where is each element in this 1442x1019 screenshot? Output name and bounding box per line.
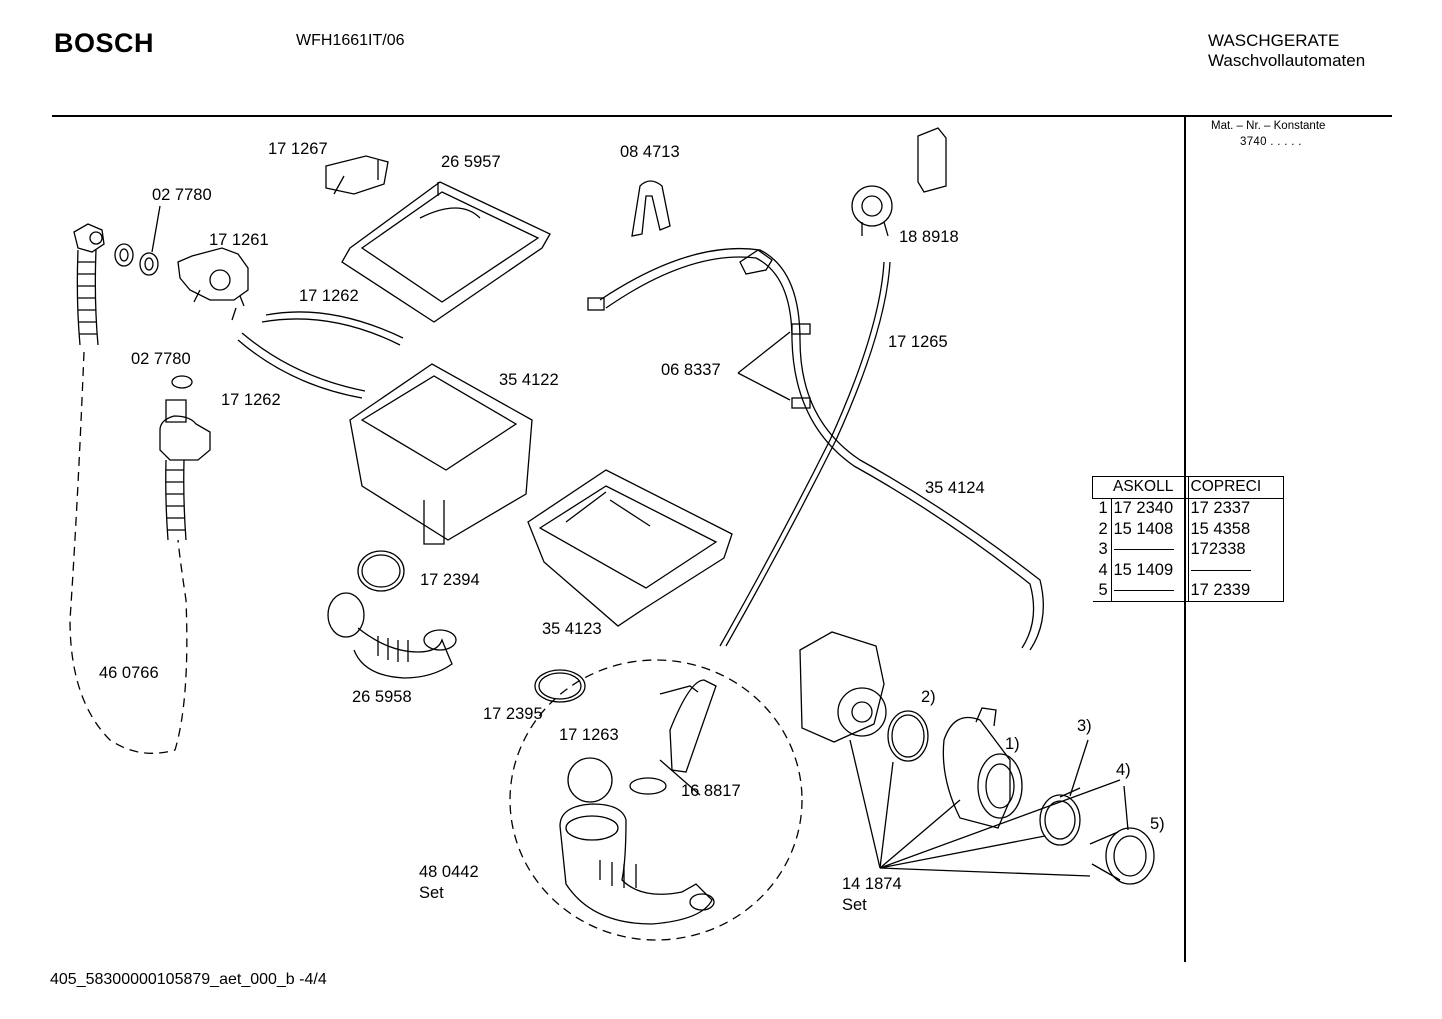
part-068337-label: 06 8337 [661,361,721,379]
ref-2-label: 2) [921,688,936,706]
part-188918-label: 18 8918 [899,228,959,246]
inlet-hose-lower [159,375,211,541]
table-row: 2 15 1408 15 4358 [1092,519,1284,540]
part-265957-label: 26 5957 [441,153,501,171]
pump-leader-lines [849,739,1129,877]
askoll-cell: 15 1408 [1111,519,1189,540]
model-number: WFH1661IT/06 [296,32,405,49]
filter-5 [1089,827,1155,885]
askoll-cell-empty [1111,539,1189,560]
table-row: 1 17 2340 17 2337 [1092,498,1284,519]
askoll-cell-empty [1111,580,1189,602]
part-027780-label-upper: 02 7780 [152,186,212,204]
supplier-table: ASKOLL COPRECI 1 17 2340 17 2337 2 15 14… [1092,476,1284,602]
part-171261-label: 17 1261 [209,231,269,249]
part-141874-number: 14 1874 [842,875,902,893]
drain-pump-141874 [799,631,887,743]
dashed-hose-loop [69,351,188,754]
pump-housing-1 [942,707,1023,829]
part-460766-label: 46 0766 [99,664,159,682]
copreci-cell: 17 2339 [1188,580,1284,602]
clip-on-hose [739,249,773,275]
copreci-cell: 172338 [1188,539,1284,560]
row-index: 2 [1092,519,1112,540]
ref-3-label: 3) [1077,717,1092,735]
dash-placeholder [1113,590,1174,592]
seal-ring-027780 [114,205,161,276]
copreci-cell-empty [1188,560,1284,581]
part-171263-label: 17 1263 [559,726,619,744]
detergent-drawer-354123 [527,469,733,627]
part-027780-label-lower: 02 7780 [131,350,191,368]
part-171265-label: 17 1265 [888,333,948,351]
row-index: 5 [1092,580,1112,602]
seal-ring-172395 [534,669,586,703]
dispenser-housing-354122 [349,363,533,545]
hose-354124 [587,247,1044,651]
tube-171265 [719,261,891,647]
table-header-row: ASKOLL COPRECI [1092,476,1284,499]
askoll-cell: 15 1409 [1111,560,1189,581]
dash-placeholder [1113,549,1174,551]
row-index: 4 [1092,560,1112,581]
dispenser-cover-265957 [341,181,551,323]
category-title: WASCHGERATE [1208,31,1340,50]
category-subtitle: Waschvollautomaten [1208,51,1366,70]
ref-1-label: 1) [1005,735,1020,753]
part-141874-label: 14 1874 Set [842,874,902,916]
bracket-171267 [325,155,389,195]
leader-168817 [659,759,701,796]
dash-placeholder [1190,569,1251,571]
inlet-valve-171261 [177,247,249,321]
table-row: 4 15 1409 [1092,560,1284,581]
part-171267-label: 17 1267 [268,140,328,158]
hose-171262-lower [237,332,366,399]
table-header-blank [1092,476,1111,499]
sump-assembly-480442 [509,659,803,941]
table-header-askoll: ASKOLL [1111,476,1189,499]
part-480442-number: 48 0442 [419,863,479,881]
ref-5-label: 5) [1150,815,1165,833]
part-171262-label-upper: 17 1262 [299,287,359,305]
document-id: 405_58300000105879_aet_000_b -4/4 [50,971,327,988]
part-084713-label: 08 4713 [620,143,680,161]
part-354122-label: 35 4122 [499,371,559,389]
bellows-hose-265958 [327,592,457,679]
part-265958-label: 26 5958 [352,688,412,706]
askoll-cell: 17 2340 [1111,498,1189,519]
part-172394-label: 17 2394 [420,571,480,589]
part-168817-label: 16 8817 [681,782,741,800]
part-171262-label-lower: 17 1262 [221,391,281,409]
part-480442-label: 48 0442 Set [419,862,479,904]
seal-ring-172394 [357,550,405,592]
copreci-cell: 15 4358 [1188,519,1284,540]
part-480442-set: Set [419,884,444,902]
seal-ring-3 [1039,794,1081,846]
pressure-switch-188918 [851,127,947,237]
row-index: 1 [1092,498,1112,519]
brand-logo: BOSCH [54,28,155,58]
clamp-068337 [737,323,811,409]
copreci-cell: 17 2337 [1188,498,1284,519]
table-row: 3 172338 [1092,539,1284,560]
ref-4-label: 4) [1116,761,1131,779]
part-141874-set: Set [842,896,867,914]
row-index: 3 [1092,539,1112,560]
hose-171262-upper [261,311,404,346]
part-172395-label: 17 2395 [483,705,543,723]
mat-nr-value: 3740 . . . . . [1240,136,1302,148]
hook-084713 [631,180,671,237]
mat-nr-label: Mat. – Nr. – Konstante [1211,120,1326,132]
table-header-copreci: COPRECI [1188,476,1284,499]
part-354124-label: 35 4124 [925,479,985,497]
part-354123-label: 35 4123 [542,620,602,638]
inlet-hose-upper [73,223,105,346]
seal-ring-2 [887,710,929,762]
table-row: 5 17 2339 [1092,580,1284,602]
